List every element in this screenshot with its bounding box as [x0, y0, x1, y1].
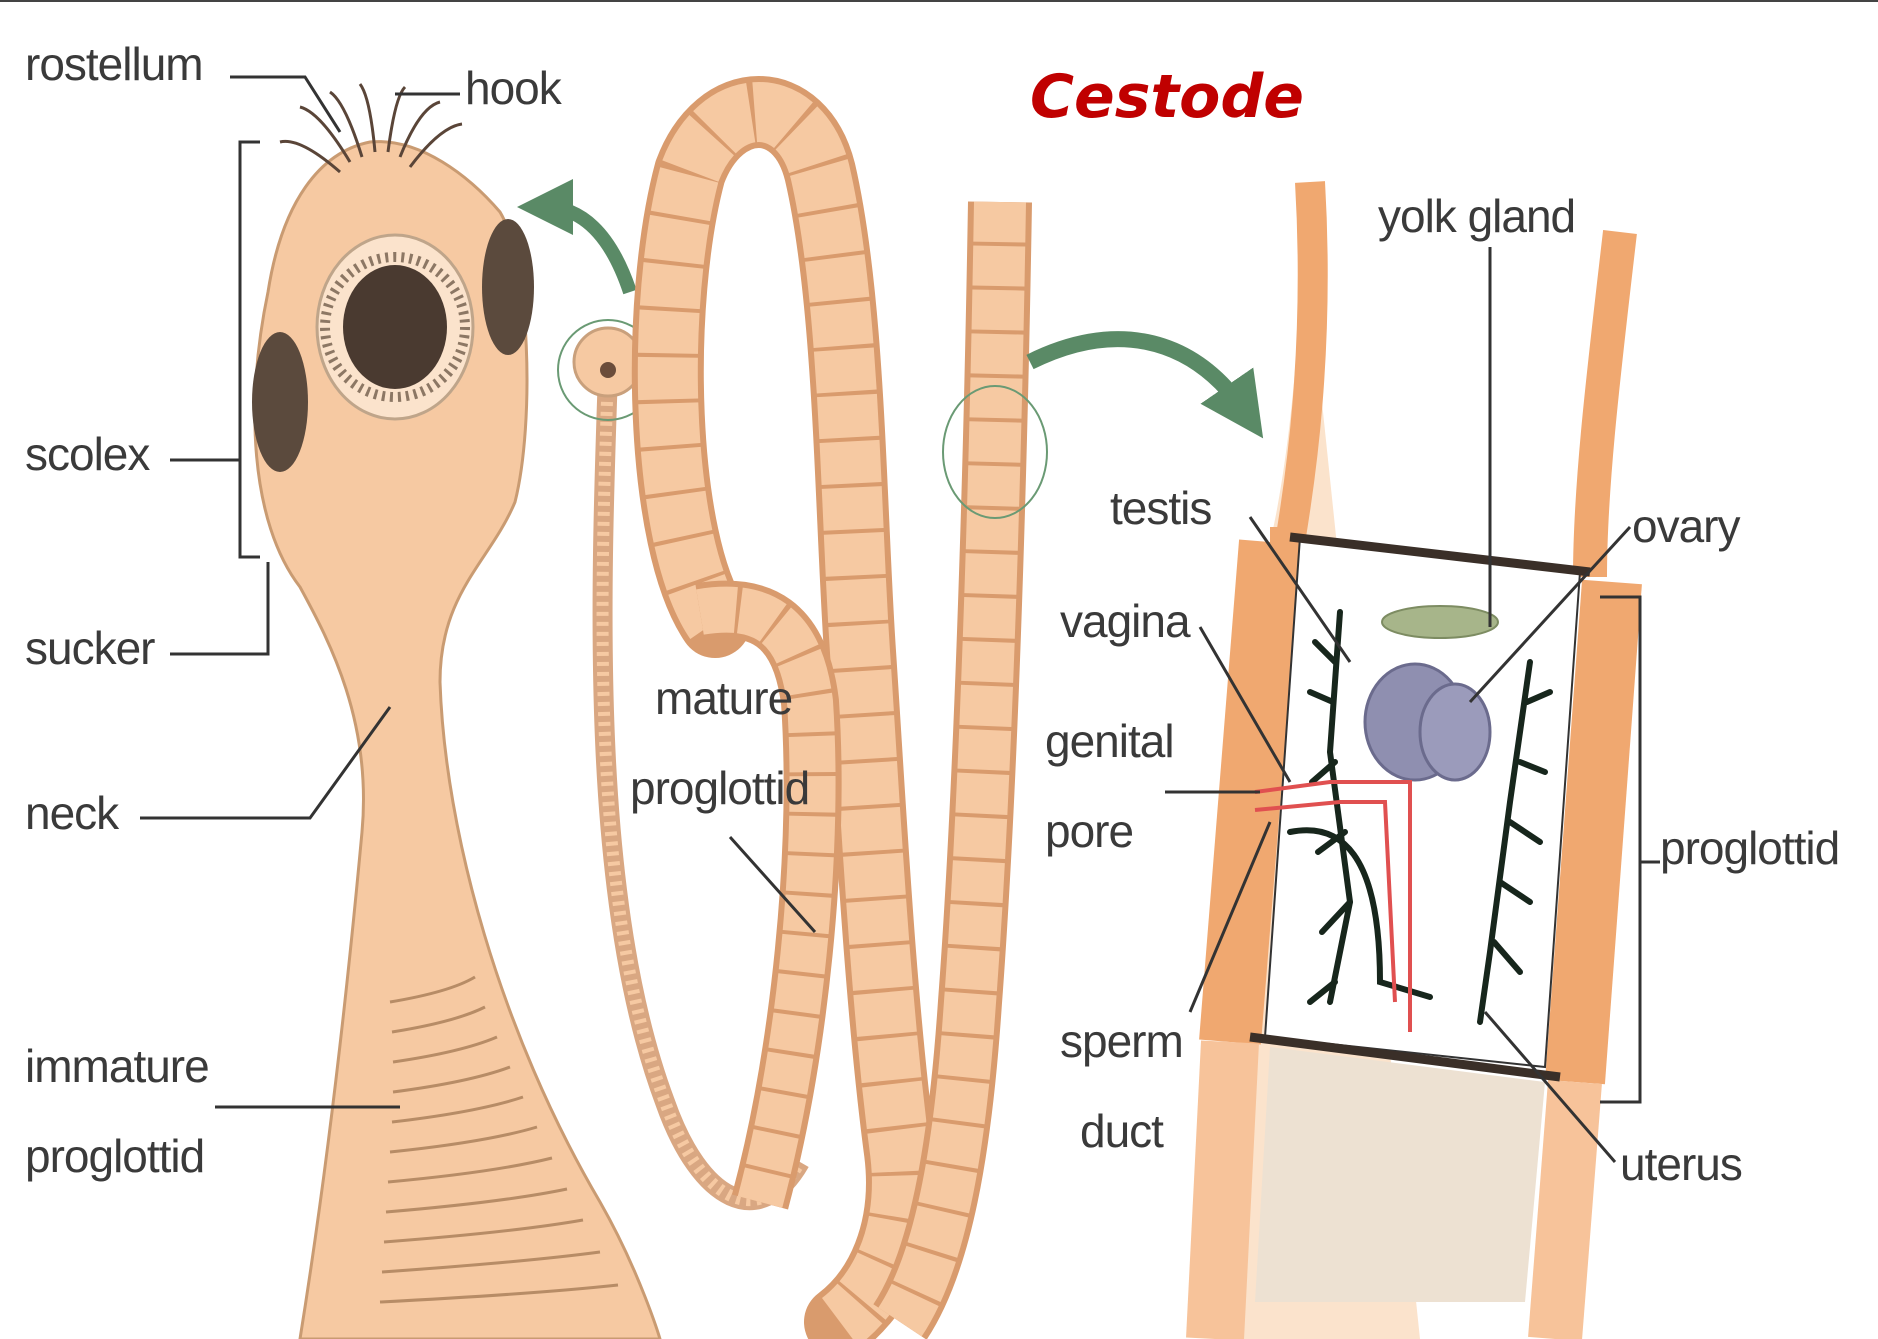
side-sucker-left [252, 332, 308, 472]
label-sperm-line1: sperm [1060, 1017, 1183, 1065]
label-genital-line1: genital [1045, 717, 1174, 765]
label-hook: hook [465, 64, 561, 112]
label-proglottid: proglottid [1660, 824, 1839, 872]
diagram-title: Cestode [1030, 62, 1304, 132]
label-ovary: ovary [1632, 502, 1739, 550]
label-sperm-line2: duct [1080, 1107, 1163, 1155]
label-uterus: uterus [1620, 1140, 1742, 1188]
label-vagina: vagina [1060, 597, 1190, 645]
zoom-arrow-scolex [545, 207, 630, 292]
label-immature-line2: proglottid [25, 1132, 204, 1180]
label-rostellum: rostellum [25, 40, 203, 88]
label-sucker: sucker [25, 624, 154, 672]
label-scolex: scolex [25, 430, 149, 478]
label-testis: testis [1110, 484, 1211, 532]
label-mature-line1: mature [655, 674, 792, 722]
label-genital-line2: pore [1045, 807, 1133, 855]
label-immature-line1: immature [25, 1042, 209, 1090]
label-mature-line2: proglottid [630, 764, 809, 812]
side-sucker-right [482, 219, 534, 355]
strobila [558, 112, 1047, 1322]
zoom-arrow-proglottid [1030, 339, 1245, 412]
label-yolk-gland: yolk gland [1378, 192, 1575, 240]
label-neck: neck [25, 789, 118, 837]
front-sucker [343, 265, 447, 389]
